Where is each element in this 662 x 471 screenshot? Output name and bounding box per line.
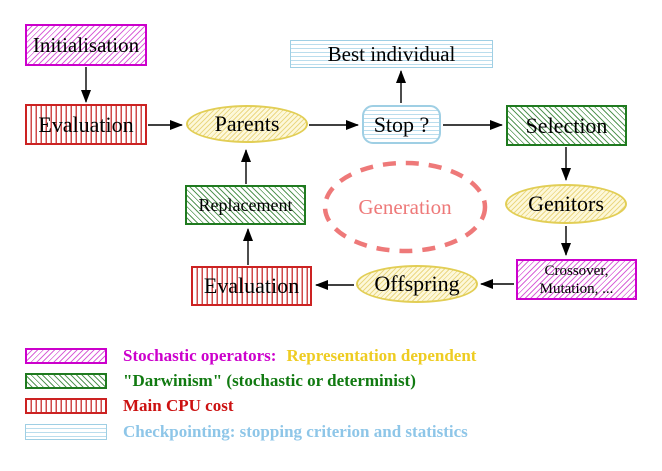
legend-swatch-magenta-hatch (25, 348, 107, 364)
crossover-line2: Mutation, ... (539, 280, 614, 297)
node-evaluation-top: Evaluation (25, 104, 147, 145)
node-best-individual: Best individual (290, 40, 493, 68)
node-offspring: Offspring (356, 265, 478, 303)
legend-text-stochastic-operators: Stochastic operators: (123, 346, 277, 365)
node-generation: Generation (320, 159, 490, 255)
legend-row-stochastic-operators: Stochastic operators: Representation depe… (25, 346, 476, 366)
node-genitors: Genitors (505, 184, 627, 224)
legend-text-main-cpu-cost: Main CPU cost (123, 396, 234, 415)
legend-swatch-red-stripes (25, 398, 107, 414)
node-parents: Parents (186, 105, 308, 143)
legend-row-checkpointing: Checkpointing: stopping criterion and st… (25, 422, 468, 442)
node-stop: Stop ? (362, 105, 441, 144)
legend-swatch-cyan-stripes (25, 424, 107, 440)
legend-label: Stochastic operators: Representation depe… (123, 346, 476, 366)
node-crossover-mutation: Crossover, Mutation, ... (516, 259, 637, 300)
legend-swatch-green-hatch (25, 373, 107, 389)
generation-dashed-ellipse (322, 160, 488, 254)
crossover-line1: Crossover, (544, 262, 609, 279)
node-replacement: Replacement (185, 185, 306, 225)
legend-row-darwinism: "Darwinism" (stochastic or determinist) (25, 371, 416, 391)
legend-text-darwinism: "Darwinism" (stochastic or determinist) (123, 371, 416, 390)
node-selection: Selection (506, 105, 627, 146)
node-evaluation-bottom: Evaluation (191, 266, 312, 306)
legend-text-checkpointing: Checkpointing: stopping criterion and st… (123, 422, 468, 441)
node-initialisation: Initialisation (25, 24, 147, 66)
legend-row-main-cpu-cost: Main CPU cost (25, 396, 233, 416)
generation-label: Generation (358, 194, 452, 219)
legend-text-representation-dependent: Representation dependent (286, 346, 477, 365)
